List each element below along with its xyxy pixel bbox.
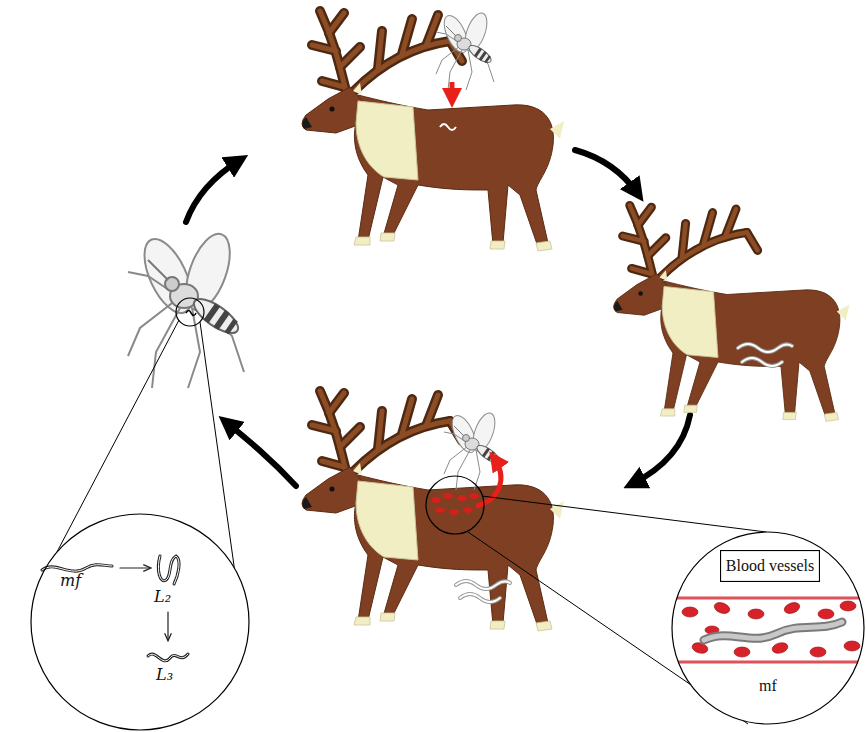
blood-vessel (670, 598, 866, 662)
zoom-fill (31, 513, 249, 731)
reindeer-illustration (302, 391, 564, 631)
mosquito-illustration (436, 10, 494, 90)
zoom-circle: mfL₂ L₃ (30, 513, 250, 731)
node-text: L₂ (154, 587, 171, 606)
zoom-circle: mf Blood vessels (671, 531, 865, 725)
mosquito-illustration (128, 228, 244, 388)
reindeer-illustration (614, 205, 850, 421)
node-text: L₃ (156, 665, 173, 684)
zoom-marker (426, 476, 484, 534)
node-text: mf (60, 571, 81, 590)
larval-stages (42, 556, 188, 661)
zoom-fill (672, 532, 864, 724)
zoom-marker (176, 298, 204, 326)
node-text: Blood vessels (720, 550, 820, 582)
feeding-arrow (476, 458, 501, 506)
node-text: mf (671, 677, 865, 695)
cycle-arrows (186, 150, 690, 486)
label-box: Blood vessels (720, 550, 820, 582)
reindeer-illustration (302, 11, 564, 251)
bite-arrow (450, 82, 455, 100)
outline-shape (721, 551, 820, 582)
microfilaria-spots (431, 493, 479, 515)
worm-larva (186, 311, 196, 316)
worm-larva (440, 124, 456, 130)
outline-shape (31, 514, 249, 730)
outline-shape (672, 532, 864, 724)
circle-outline (30, 513, 250, 731)
mosquito-illustration (444, 410, 502, 490)
